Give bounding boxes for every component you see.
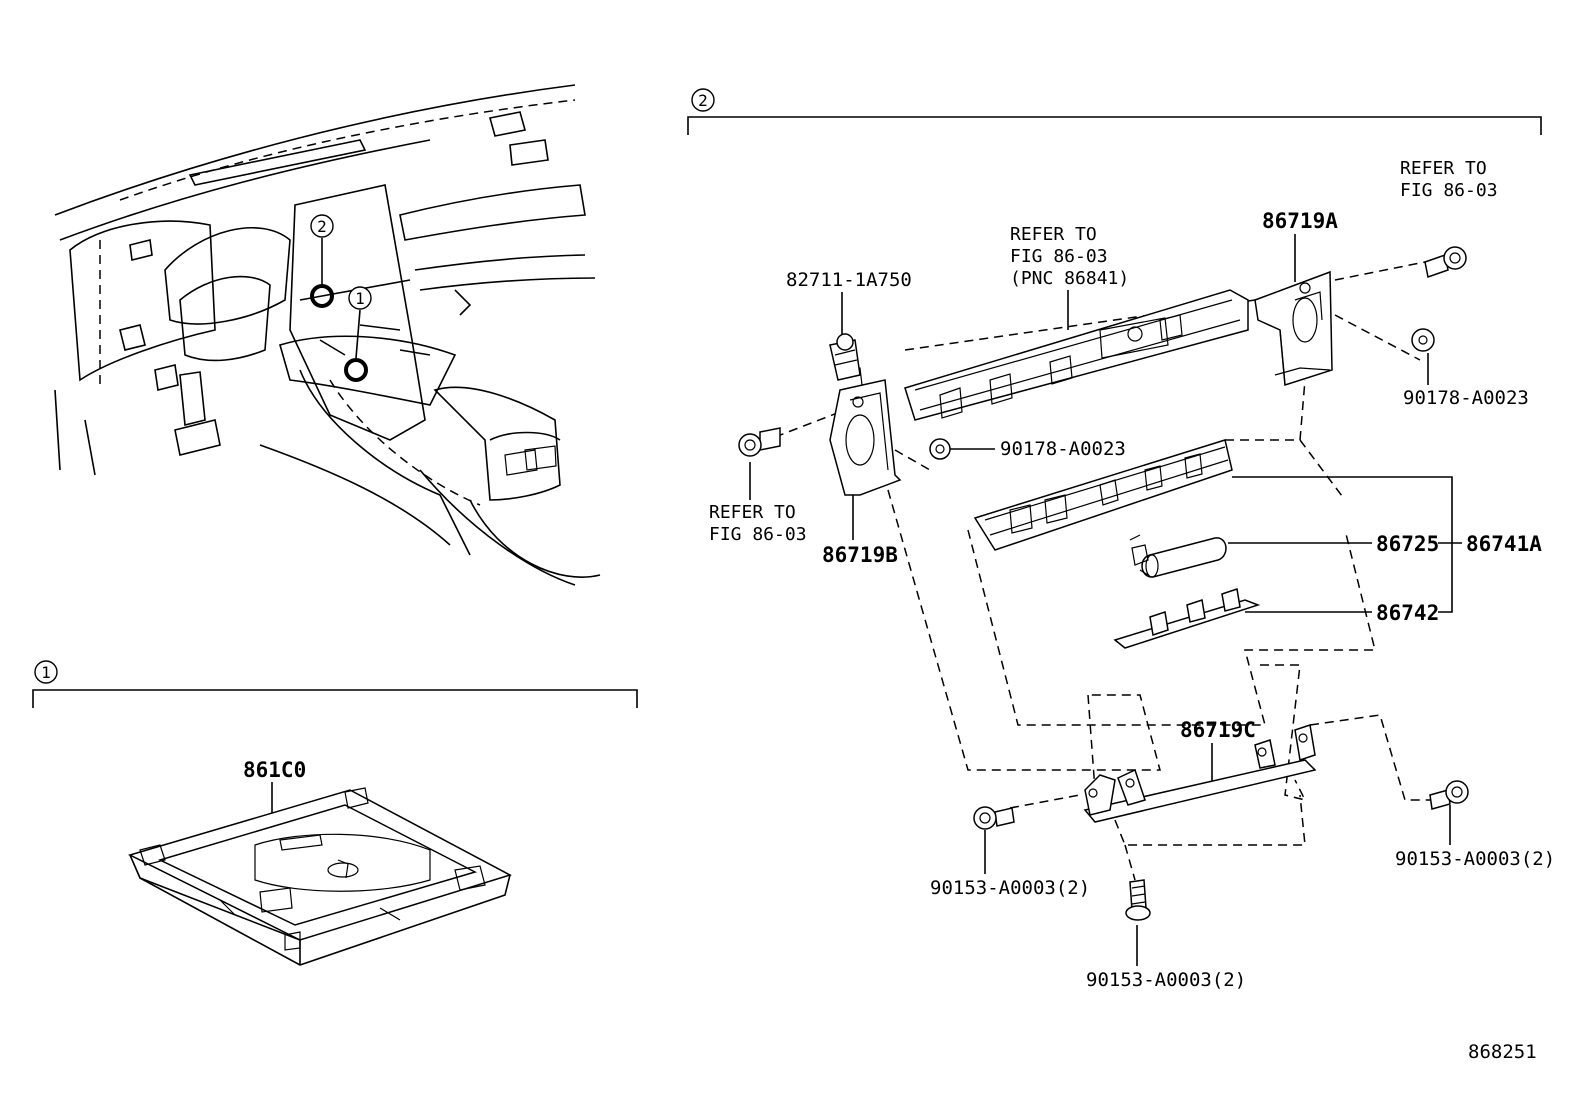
section-one: 1 861C0 [32,660,638,966]
bolt-90153-A0003-right-icon [1429,780,1469,810]
part-861C0-tray [127,787,512,966]
section-two: 2 REFER TO FIG 86-03 REFER TO FIG 86-03 … [687,88,1555,991]
bolt-90153-A0003-left-icon [973,806,1015,830]
nut-90178-A0023-right-icon [1411,328,1435,352]
clip-82711-1A750-icon [829,333,861,381]
callout-one-marker: 1 [355,289,365,308]
part-86719C-bracket [1083,724,1317,823]
part-86719B-bracket [829,367,902,496]
label-86719A: 86719A [1262,209,1338,233]
dashboard-overview: 2 1 [54,84,601,586]
refer-right-line1: REFER TO [1400,158,1487,179]
bolt-90153-A0003-center-icon [1125,879,1151,921]
label-86719B: 86719B [822,543,898,567]
section-two-marker: 2 [698,91,708,110]
callout-two-marker: 2 [317,217,327,236]
refer-center-line2: FIG 86-03 [1010,246,1108,267]
refer-left-line1: REFER TO [709,502,796,523]
label-86741A: 86741A [1466,532,1542,556]
refer-right-line2: FIG 86-03 [1400,180,1498,201]
label-82711-1A750: 82711-1A750 [786,269,912,291]
part-86719A-bracket [1254,270,1333,386]
refer-left-line2: FIG 86-03 [709,524,807,545]
screw-refer-right-icon [1424,246,1467,278]
label-86719C: 86719C [1180,718,1256,742]
label-90178-A0023-right: 90178-A0023 [1403,387,1529,409]
refer-center-line3: (PNC 86841) [1010,268,1129,289]
label-861C0: 861C0 [243,758,306,782]
part-86741A-module [973,439,1233,551]
figure-id: 868251 [1468,1041,1537,1063]
label-90153-A0003-center: 90153-A0003(2) [1086,969,1246,991]
label-90153-A0003-left: 90153-A0003(2) [930,877,1090,899]
part-86725-battery [1129,534,1227,578]
section-one-marker: 1 [41,663,51,682]
label-90178-A0023-left: 90178-A0023 [1000,438,1126,460]
label-86742: 86742 [1376,601,1439,625]
label-90153-A0003-right: 90153-A0003(2) [1395,848,1555,870]
screw-refer-left-icon [738,427,781,457]
part-86742-cover [1113,588,1261,649]
part-upper-module [904,289,1249,421]
nut-90178-A0023-left-icon [929,438,951,460]
label-86725: 86725 [1376,532,1439,556]
refer-center-line1: REFER TO [1010,224,1097,245]
